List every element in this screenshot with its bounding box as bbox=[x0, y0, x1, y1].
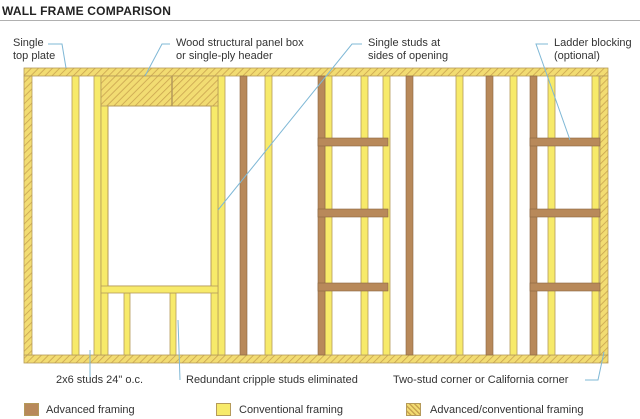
diagram-title: WALL FRAME COMPARISON bbox=[2, 4, 172, 18]
legend-advanced: Advanced framing bbox=[46, 404, 135, 416]
callout-header-line1: Wood structural panel box bbox=[176, 37, 304, 49]
callout-single-studs-line1: Single studs at bbox=[368, 37, 441, 49]
callout-single-studs: Single studs at sides of opening bbox=[368, 37, 448, 63]
bottom-plate bbox=[23, 354, 609, 364]
callout-ladder-line2: (optional) bbox=[554, 50, 600, 62]
callout-cripple: Redundant cripple studs eliminated bbox=[186, 374, 358, 386]
ladder-blocking bbox=[317, 137, 601, 292]
legend-both: Advanced/conventional framing bbox=[430, 404, 584, 416]
callout-top-plate-line2: top plate bbox=[13, 50, 56, 62]
window-opening bbox=[107, 105, 212, 287]
legend-swatch-advanced bbox=[24, 403, 39, 416]
legend-swatch-conventional bbox=[216, 403, 231, 416]
legend-conventional: Conventional framing bbox=[239, 404, 343, 416]
callout-ladder: Ladder blocking (optional) bbox=[554, 37, 632, 63]
callout-top-plate: Single top plate bbox=[13, 37, 55, 63]
corner-stud-right bbox=[599, 75, 609, 356]
corner-stud-left bbox=[23, 75, 33, 356]
callout-header-line2: or single-ply header bbox=[176, 50, 273, 62]
window-header bbox=[100, 75, 219, 107]
rough-sill bbox=[100, 285, 219, 294]
callout-top-plate-line1: Single bbox=[13, 37, 44, 49]
callout-ladder-line1: Ladder blocking bbox=[554, 37, 632, 49]
callout-corner: Two-stud corner or California corner bbox=[393, 374, 569, 386]
callout-studs-spacing: 2x6 studs 24" o.c. bbox=[56, 374, 144, 386]
leader-lines bbox=[48, 43, 605, 381]
top-plate bbox=[23, 67, 609, 77]
title-rule bbox=[0, 20, 640, 21]
callout-single-studs-line2: sides of opening bbox=[368, 50, 449, 62]
legend-swatch-both bbox=[406, 403, 421, 416]
callout-header: Wood structural panel box or single-ply … bbox=[176, 37, 304, 63]
